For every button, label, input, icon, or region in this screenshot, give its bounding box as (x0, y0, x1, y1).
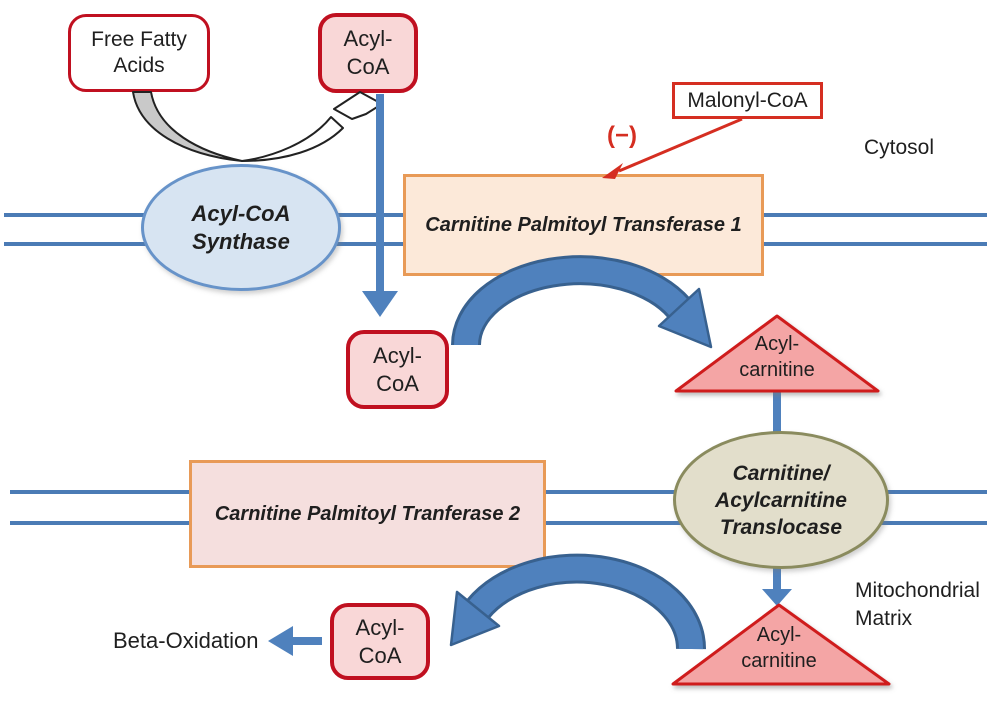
acylcarnitine-intermembrane-label: Acyl- carnitine (707, 331, 847, 383)
reaction-curved-arrow-band (241, 116, 344, 162)
beta-oxidation-arrowhead (268, 626, 293, 656)
acylcarnitine-label-line1: Acyl- (756, 624, 802, 646)
malonyl-inhibition-arrow-shaft (618, 117, 743, 173)
cpt1-curved-arrowhead (657, 287, 713, 349)
acyl-coa-label-line2: CoA (346, 54, 390, 79)
cpt2-curved-arrowhead (449, 590, 501, 647)
synthase-label-line1: Acyl-CoA (191, 200, 291, 226)
acylcarnitine-label-line2: carnitine (739, 359, 815, 381)
acyl-coa-label-line1: Acyl- (355, 614, 405, 640)
mitochondrial-matrix-line2: Matrix (855, 607, 913, 630)
acyl-coa-matrix-box: Acyl- CoA (330, 603, 430, 680)
cpt1-label: Carnitine Palmitoyl Transferase 1 (425, 213, 742, 236)
acylcarnitine-label-line2: carnitine (741, 650, 817, 672)
cpt2-box: Carnitine Palmitoyl Tranferase 2 (189, 460, 546, 568)
free-fatty-acids-box: Free Fatty Acids (68, 14, 210, 92)
cpt1-curved-arrow-band (454, 258, 689, 346)
acyl-coa-label-line1: Acyl- (343, 26, 393, 51)
translocase-to-acylcarnitine-arrowhead (762, 589, 792, 606)
beta-oxidation-label: Beta-Oxidation (113, 628, 259, 653)
cpt2-label: Carnitine Palmitoyl Tranferase 2 (214, 502, 521, 525)
synthase-label-line2: Synthase (192, 228, 290, 254)
acyl-coa-cytosol-box: Acyl- CoA (318, 13, 418, 93)
malonyl-inhibition-arrowhead (602, 163, 623, 179)
acylcarnitine-matrix-triangle (671, 603, 891, 686)
mitochondrial-matrix-line1: Mitochondrial (855, 579, 980, 602)
acyl-coa-down-arrowhead (362, 291, 398, 317)
free-fatty-acids-label: Free Fatty Acids (91, 28, 187, 77)
acylcarnitine-intermembrane-triangle (674, 314, 880, 393)
translocase-label-line2: Acylcarnitine (715, 488, 847, 512)
acyl-coa-label-line2: CoA (376, 370, 419, 396)
acylcarnitine-label-line1: Acyl- (754, 333, 800, 355)
inhibition-minus-sign: (−) (607, 122, 637, 149)
acyl-coa-label-line1: Acyl- (373, 342, 422, 368)
carnitine-acylcarnitine-translocase-ellipse: Carnitine/ Acylcarnitine Translocase (673, 431, 889, 569)
translocase-label-line3: Translocase (719, 515, 843, 539)
cpt2-curved-arrow-band (468, 556, 704, 650)
mitochondrial-matrix-region-label: Mitochondrial Matrix (855, 577, 980, 633)
translocase-label-line1: Carnitine/ (732, 461, 830, 485)
acyl-coa-label-line2: CoA (358, 642, 402, 668)
cytosol-region-label: Cytosol (864, 136, 935, 159)
acyl-coa-intermembrane-box: Acyl- CoA (346, 330, 449, 409)
reaction-curved-arrowhead (333, 91, 383, 120)
malonyl-coa-label: Malonyl-CoA (687, 88, 808, 112)
substrate-curved-band (132, 91, 243, 162)
acylcarnitine-matrix-label: Acyl- carnitine (709, 622, 849, 674)
acyl-coa-synthase-ellipse: Acyl-CoA Synthase (141, 164, 341, 291)
malonyl-coa-box: Malonyl-CoA (672, 82, 823, 119)
